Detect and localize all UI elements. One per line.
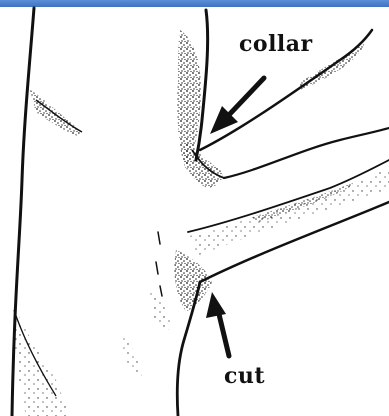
trunk-knot-shading xyxy=(30,90,80,136)
collar-arrow xyxy=(210,78,264,134)
trunk-lower-shading xyxy=(12,300,70,416)
trunk-face-marks xyxy=(156,232,162,296)
cut-label: cut xyxy=(224,363,265,389)
cut-junction-shading xyxy=(174,250,212,312)
cut-arrow xyxy=(206,292,229,356)
upper-branch-bottom-edge xyxy=(224,128,389,178)
collar-label: collar xyxy=(239,31,313,57)
trunk-face-shading xyxy=(150,290,172,330)
bark-bottom-shading xyxy=(120,330,142,376)
